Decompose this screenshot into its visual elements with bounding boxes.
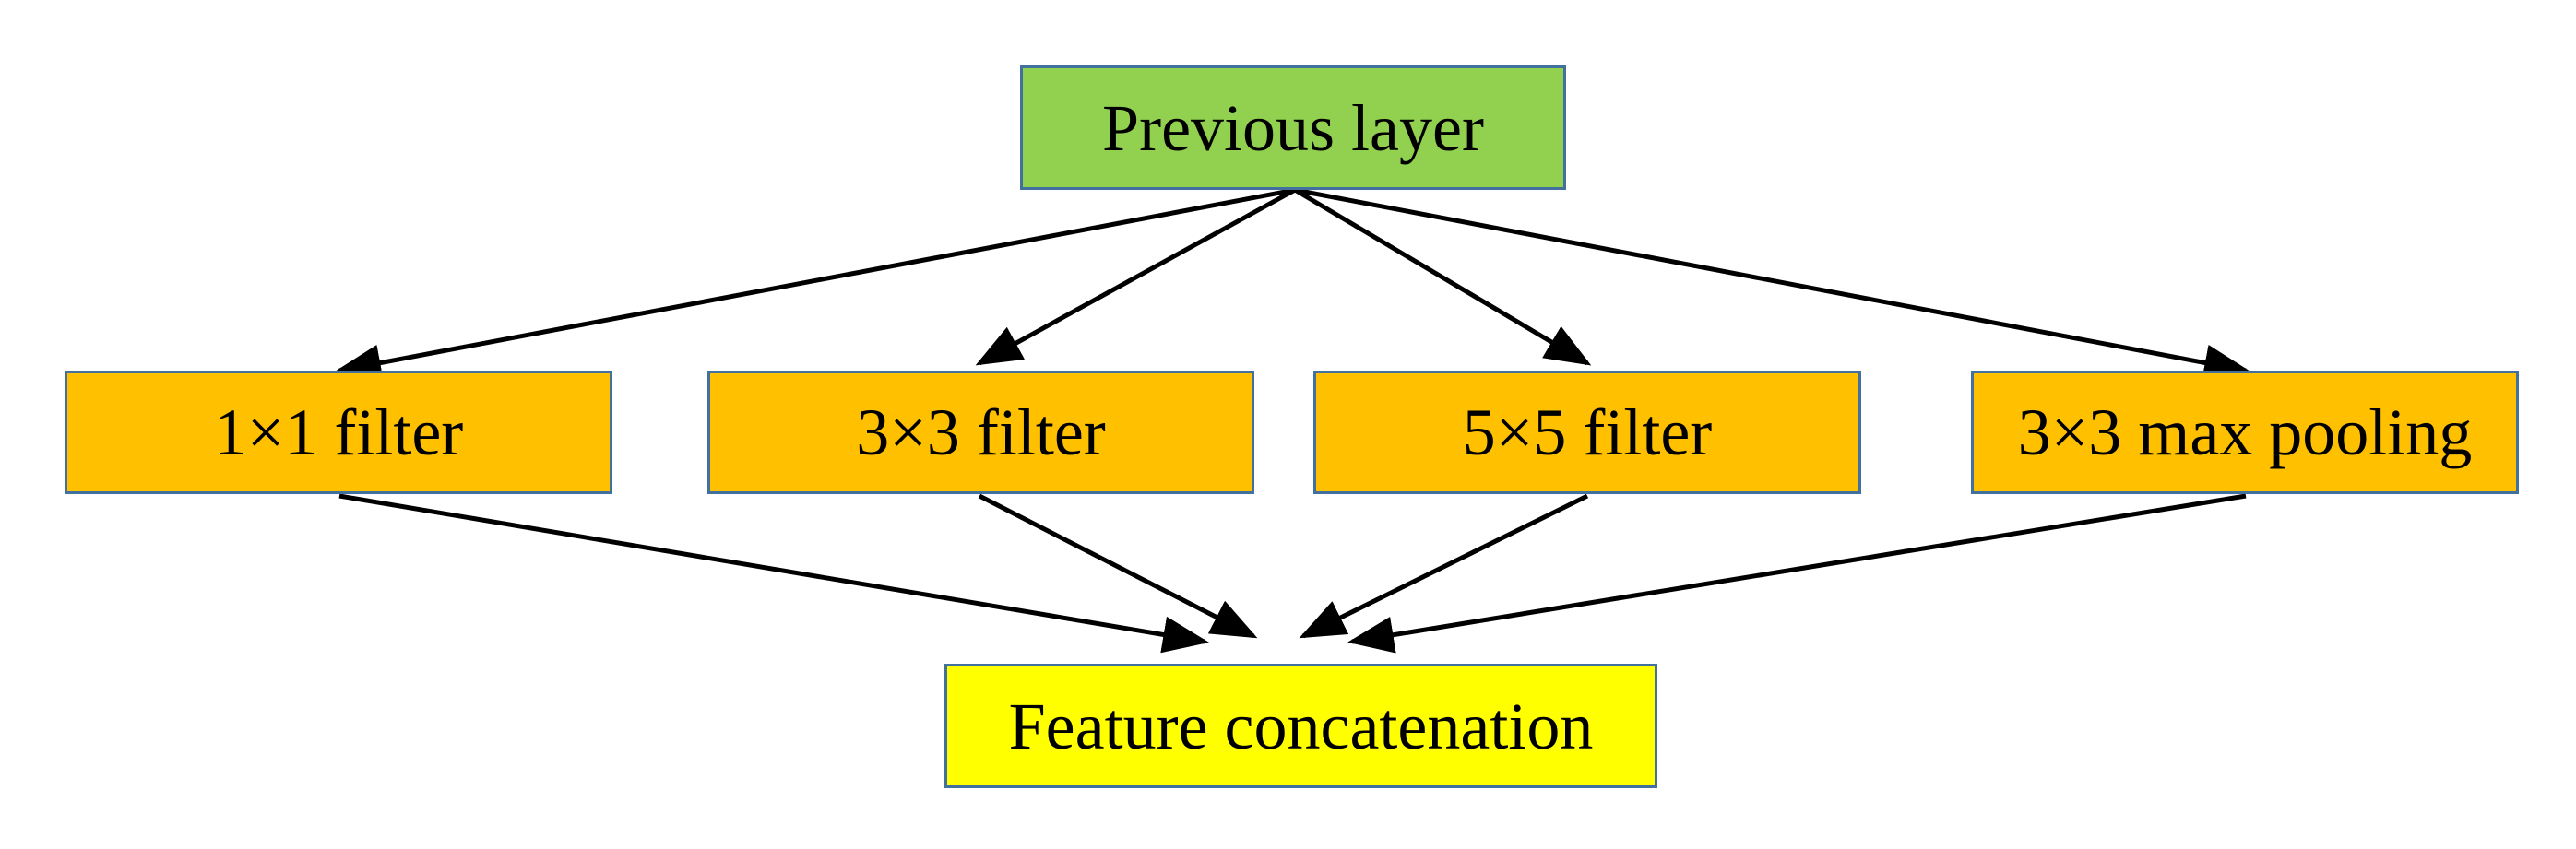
filter-5x5-label: 5×5 filter (1462, 395, 1713, 469)
filter-1x1-node: 1×1 filter (65, 371, 612, 494)
arrow-previous-layer-to-filter-3x3 (975, 187, 1297, 366)
previous-layer-node: Previous layer (1020, 65, 1566, 190)
previous-layer-label: Previous layer (1102, 90, 1484, 165)
arrow-max-pooling-3x3-to-feature-concatenation (1347, 493, 2247, 654)
filter-5x5-node: 5×5 filter (1313, 371, 1861, 494)
arrow-previous-layer-to-filter-5x5 (1293, 187, 1592, 366)
arrow-previous-layer-to-max-pooling-3x3 (1294, 187, 2250, 382)
max-pooling-3x3-node: 3×3 max pooling (1971, 371, 2519, 494)
feature-concatenation-node: Feature concatenation (944, 664, 1657, 788)
filter-3x3-label: 3×3 filter (856, 395, 1106, 469)
arrow-filter-3x3-to-feature-concatenation (978, 493, 1258, 639)
arrow-previous-layer-to-filter-1x1 (335, 187, 1296, 382)
filter-1x1-label: 1×1 filter (213, 395, 464, 469)
arrow-filter-5x5-to-feature-concatenation (1299, 493, 1589, 639)
feature-concatenation-label: Feature concatenation (1008, 689, 1594, 763)
max-pooling-3x3-label: 3×3 max pooling (2017, 395, 2473, 469)
arrow-filter-1x1-to-feature-concatenation (338, 493, 1209, 654)
edges (335, 187, 2250, 654)
filter-3x3-node: 3×3 filter (707, 371, 1254, 494)
